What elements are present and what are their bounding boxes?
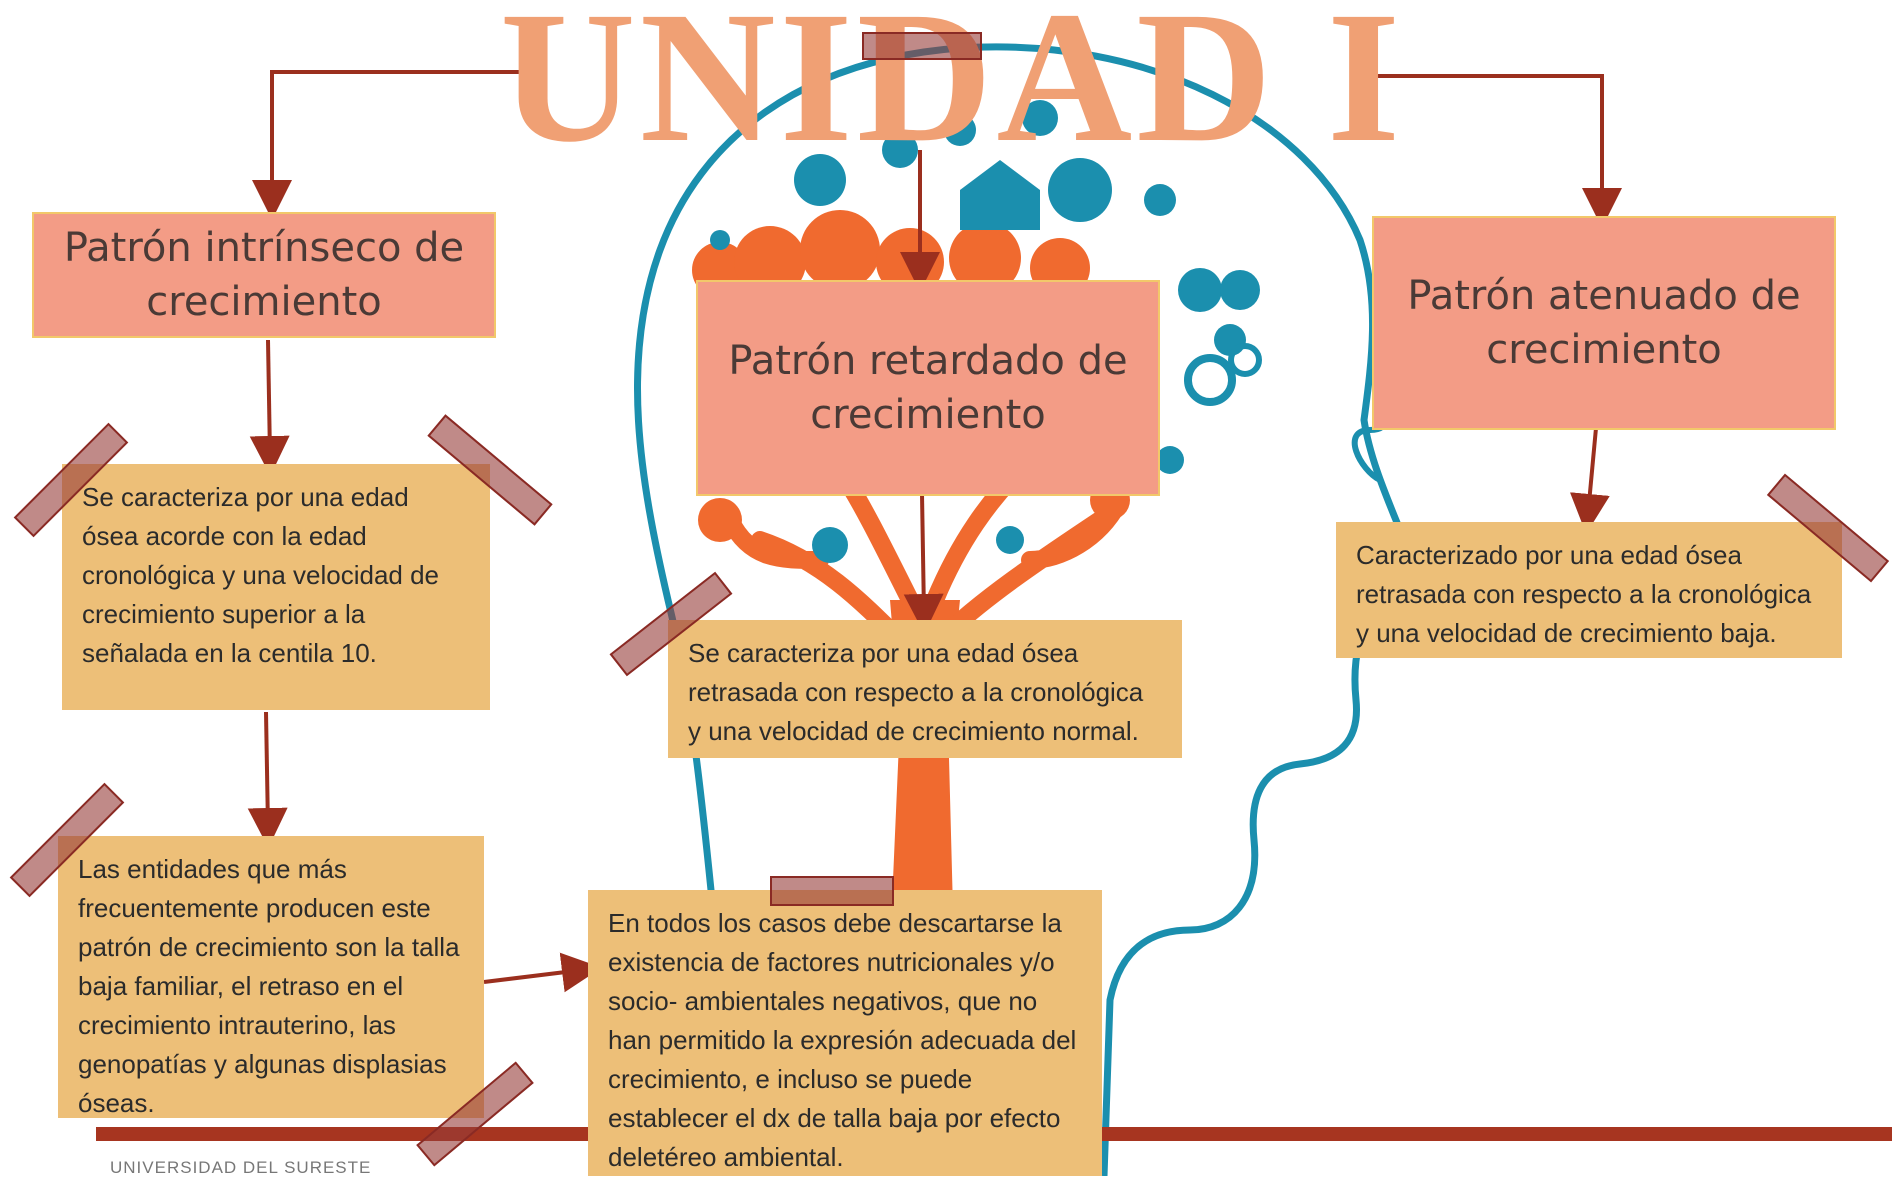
arrow-desc-to-entities: [247, 711, 288, 848]
tree-foliage-orange: [692, 210, 1130, 542]
pattern-intrinsic-box: Patrón intrínseco de crecimiento: [32, 212, 496, 338]
attenuated-description-text: Caracterizado por una edad ósea retrasad…: [1356, 540, 1812, 648]
all-cases-text: En todos los casos debe descartarse la e…: [608, 908, 1077, 1172]
arrow-title-to-intrinsic: [252, 70, 520, 220]
arrow-attenuated-to-desc: [1569, 427, 1610, 534]
retarded-description-text: Se caracteriza por una edad ósea retrasa…: [688, 638, 1144, 746]
entities-note: Las entidades que más frecuentemente pro…: [58, 836, 484, 1118]
tape-all-cases-top: [770, 876, 894, 906]
pattern-attenuated-box: Patrón atenuado de crecimiento: [1372, 216, 1836, 430]
intrinsic-description-text: Se caracteriza por una edad ósea acorde …: [82, 482, 440, 668]
footer-university: UNIVERSIDAD DEL SURESTE: [110, 1158, 372, 1177]
pattern-retarded-label: Patrón retardado de crecimiento: [728, 338, 1128, 438]
retarded-description-note: Se caracteriza por una edad ósea retrasa…: [668, 620, 1182, 758]
arrow-retarded-to-desc: [903, 493, 944, 634]
attenuated-description-note: Caracterizado por una edad ósea retrasad…: [1336, 522, 1842, 658]
all-cases-note: En todos los casos debe descartarse la e…: [588, 890, 1102, 1176]
pattern-retarded-box: Patrón retardado de crecimiento: [696, 280, 1160, 496]
arrow-entities-to-all-cases: [483, 952, 602, 993]
intrinsic-description-note: Se caracteriza por una edad ósea acorde …: [62, 464, 490, 710]
pattern-attenuated-label: Patrón atenuado de crecimiento: [1407, 273, 1801, 373]
pattern-intrinsic-label: Patrón intrínseco de crecimiento: [63, 225, 465, 325]
arrow-title-to-attenuated: [1360, 74, 1622, 228]
head-outline: [633, 43, 1414, 1176]
page-title: UNIDAD I: [500, 0, 1405, 181]
tape-top-title: [862, 32, 982, 60]
entities-text: Las entidades que más frecuentemente pro…: [78, 854, 460, 1118]
arrow-intrinsic-to-desc: [249, 339, 290, 476]
tree-branches: [721, 461, 1129, 649]
